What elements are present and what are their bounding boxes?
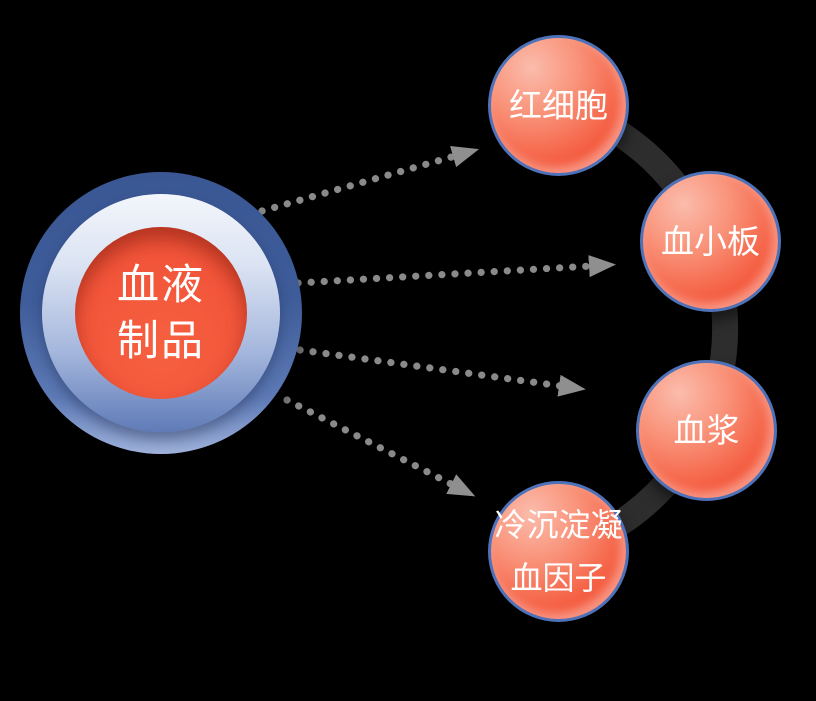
dotted-arrow-to-platelets [294, 255, 616, 287]
dotted-arrow-to-cryoprecipitate [283, 396, 476, 497]
node-cryoprecipitate-label-line2: 血因子 [510, 558, 607, 597]
node-cryoprecipitate: 冷沉淀凝 血因子 [488, 481, 629, 622]
hub-label: 血液 制品 [117, 257, 205, 369]
node-plasma-label: 血浆 [673, 410, 740, 450]
node-red-blood-cells-label: 红细胞 [509, 85, 608, 125]
hub-label-line2: 制品 [116, 316, 205, 365]
node-cryoprecipitate-label: 冷沉淀凝 血因子 [494, 499, 622, 605]
dotted-arrow-to-red-cells [258, 145, 480, 215]
node-platelets: 血小板 [640, 171, 781, 312]
hub-outer-ring: 血液 制品 [20, 172, 302, 454]
node-platelets-label: 血小板 [661, 221, 760, 261]
satellite-connector-arc [554, 92, 739, 565]
node-plasma: 血浆 [636, 360, 777, 501]
hub-middle-ring: 血液 制品 [42, 194, 280, 432]
dotted-arrow-to-plasma [296, 346, 586, 397]
node-cryoprecipitate-label-line1: 冷沉淀凝 [494, 505, 623, 544]
hub-label-line1: 血液 [116, 260, 205, 309]
node-red-blood-cells: 红细胞 [488, 35, 629, 176]
hub-core-circle: 血液 制品 [75, 227, 247, 399]
